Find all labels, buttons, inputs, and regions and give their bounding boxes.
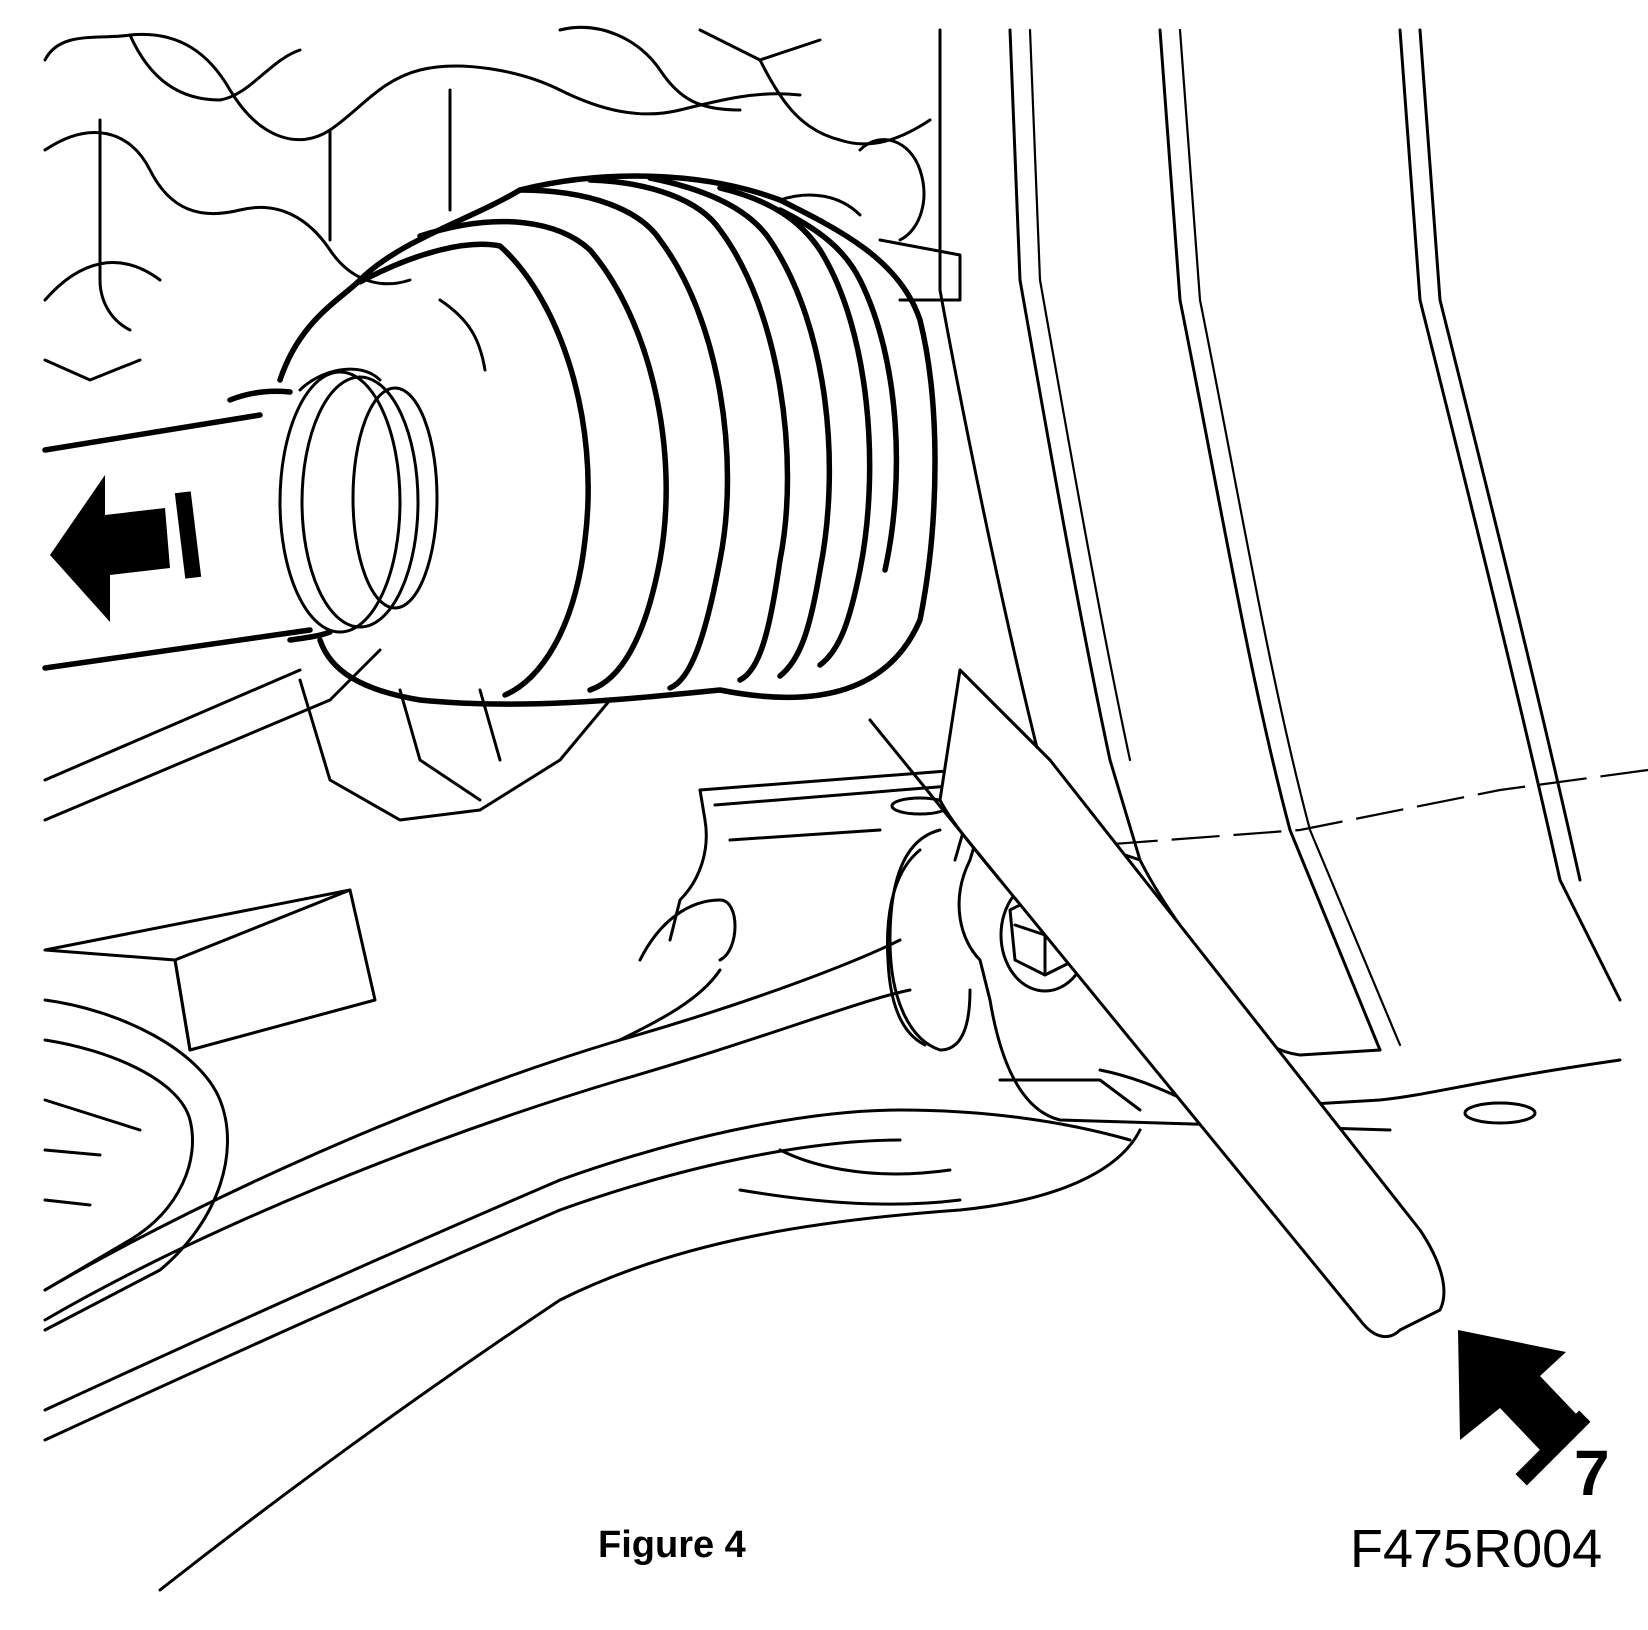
engine-housing bbox=[43, 25, 962, 822]
drive-shaft bbox=[42, 370, 439, 671]
pry-bar-tool bbox=[868, 668, 1446, 1339]
step-number-label: 7 bbox=[1574, 1437, 1610, 1509]
figure-caption: Figure 4 bbox=[598, 1524, 746, 1566]
lower-control-arm bbox=[43, 938, 1142, 1592]
pull-direction-arrow bbox=[50, 475, 202, 622]
frame-member bbox=[890, 28, 1648, 1125]
figure-code: F475R004 bbox=[1350, 1519, 1603, 1579]
cv-joint-boot bbox=[277, 173, 938, 707]
mount-block bbox=[43, 888, 377, 1052]
push-direction-arrow bbox=[1458, 1330, 1591, 1486]
